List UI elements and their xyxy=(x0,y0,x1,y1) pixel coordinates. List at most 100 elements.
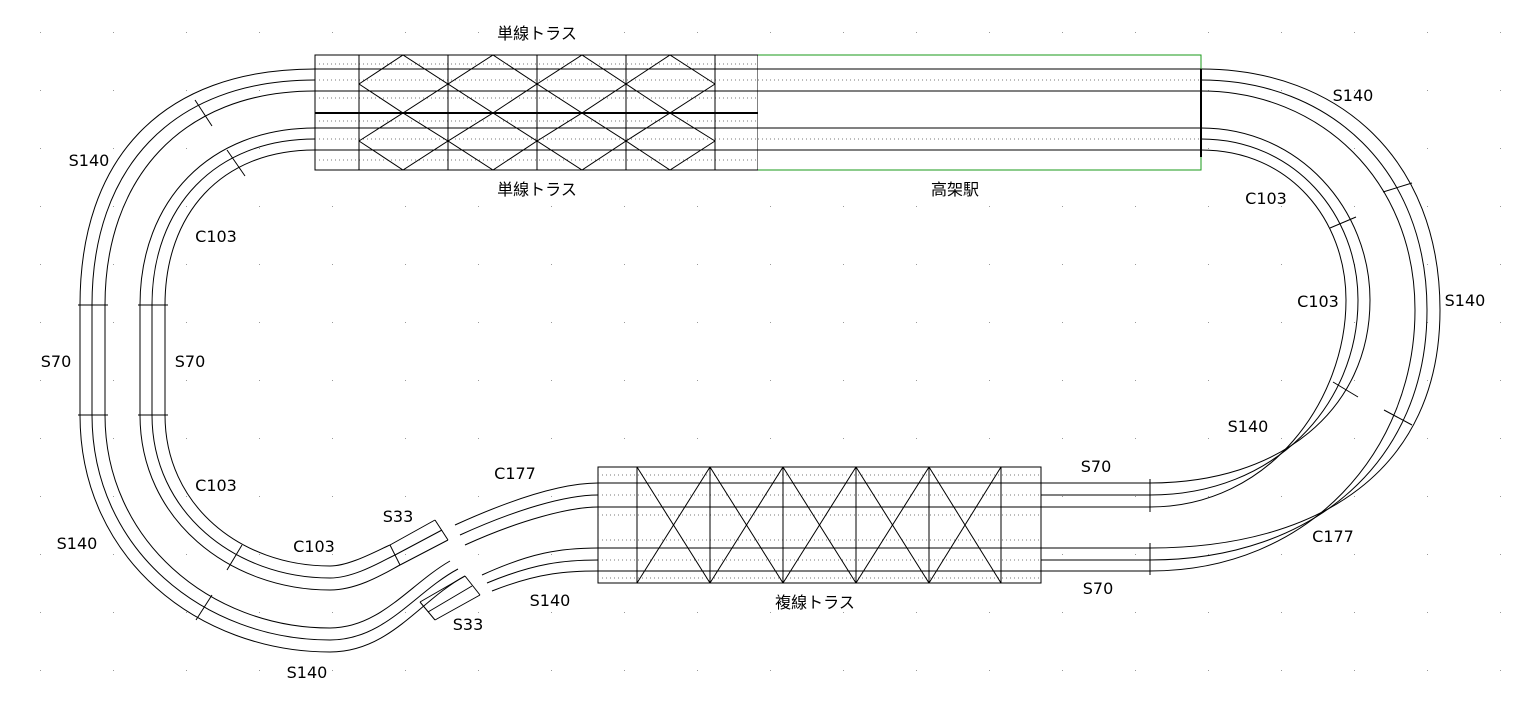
grid-dot xyxy=(1427,32,1428,33)
grid-dot xyxy=(40,322,41,323)
grid-dot xyxy=(405,264,406,265)
grid-dot xyxy=(113,264,114,265)
piece-labels: 単線トラス 単線トラス 高架駅 複線トラス S140 C103 S140 C10… xyxy=(41,24,1486,682)
grid-dot xyxy=(186,32,187,33)
grid-dot xyxy=(332,206,333,207)
s70-right-straights xyxy=(1041,482,1150,572)
grid-dot xyxy=(770,264,771,265)
grid-dot xyxy=(186,322,187,323)
grid-dot xyxy=(989,264,990,265)
grid-dot xyxy=(916,438,917,439)
grid-dot xyxy=(1062,438,1063,439)
grid-dot xyxy=(916,670,917,671)
grid-dot xyxy=(1500,90,1501,91)
grid-dot xyxy=(1062,322,1063,323)
grid-dot xyxy=(332,438,333,439)
grid-dot xyxy=(113,496,114,497)
grid-dot xyxy=(1135,496,1136,497)
grid-dot xyxy=(624,438,625,439)
grid-dot xyxy=(186,438,187,439)
grid-dot xyxy=(916,32,917,33)
label-s33-lower: S33 xyxy=(453,615,484,634)
grid-dot xyxy=(332,32,333,33)
elevated-station xyxy=(758,54,1202,171)
grid-dot xyxy=(1500,264,1501,265)
s33-upper-piece xyxy=(389,519,449,566)
double-line-truss xyxy=(597,466,1042,584)
grid-dot xyxy=(1354,612,1355,613)
grid-dot xyxy=(1135,438,1136,439)
grid-dot xyxy=(624,264,625,265)
grid-dot xyxy=(40,90,41,91)
grid-dot xyxy=(113,612,114,613)
grid-dot xyxy=(1354,206,1355,207)
grid-dot xyxy=(1500,32,1501,33)
label-top-truss-upper: 単線トラス xyxy=(497,24,577,43)
grid-dot xyxy=(478,670,479,671)
grid-dot xyxy=(40,148,41,149)
grid-dot xyxy=(1062,554,1063,555)
grid-dot xyxy=(1500,554,1501,555)
grid-dot xyxy=(1281,496,1282,497)
grid-dot xyxy=(1062,496,1063,497)
grid-dot xyxy=(1208,380,1209,381)
grid-dot xyxy=(40,670,41,671)
grid-dot xyxy=(113,148,114,149)
grid-dot xyxy=(332,612,333,613)
grid-dot xyxy=(405,670,406,671)
grid-dot xyxy=(1281,380,1282,381)
single-line-truss-upper xyxy=(314,54,759,114)
grid-dot xyxy=(40,496,41,497)
grid-dot xyxy=(551,32,552,33)
grid-dot xyxy=(624,380,625,381)
grid-dot xyxy=(551,554,552,555)
grid-dot xyxy=(1281,264,1282,265)
grid-dot xyxy=(186,554,187,555)
grid-dot xyxy=(259,496,260,497)
grid-dot xyxy=(624,612,625,613)
grid-dot xyxy=(551,264,552,265)
grid-dot xyxy=(551,206,552,207)
grid-dot xyxy=(624,206,625,207)
grid-dot xyxy=(478,438,479,439)
grid-dot xyxy=(1427,90,1428,91)
grid-dot xyxy=(1135,380,1136,381)
grid-dot xyxy=(405,322,406,323)
label-s140-top-right: S140 xyxy=(1333,86,1374,105)
grid-dot xyxy=(1208,148,1209,149)
grid-dot xyxy=(186,90,187,91)
grid-dot xyxy=(1500,612,1501,613)
grid-dot xyxy=(1500,670,1501,671)
grid-dot xyxy=(259,264,260,265)
grid-dot xyxy=(916,612,917,613)
grid-dot xyxy=(1281,32,1282,33)
grid-dot xyxy=(551,496,552,497)
grid-dot xyxy=(551,380,552,381)
grid-dot xyxy=(989,438,990,439)
grid-dot xyxy=(405,496,406,497)
grid-dot xyxy=(1354,670,1355,671)
grid-dot xyxy=(1281,670,1282,671)
grid-dot xyxy=(1500,496,1501,497)
grid-dot xyxy=(551,612,552,613)
grid-dot xyxy=(259,554,260,555)
grid-dot xyxy=(186,148,187,149)
grid-dot xyxy=(1062,32,1063,33)
grid-dot xyxy=(1354,322,1355,323)
grid-dot xyxy=(697,322,698,323)
grid-dot xyxy=(405,438,406,439)
grid-dot xyxy=(1281,438,1282,439)
label-s33-upper: S33 xyxy=(383,507,414,526)
grid-dot xyxy=(697,670,698,671)
grid-dot xyxy=(40,612,41,613)
label-c103-bottom-left: C103 xyxy=(293,537,335,556)
grid-dot xyxy=(1500,380,1501,381)
grid-dot xyxy=(1208,554,1209,555)
label-s140-bottom: S140 xyxy=(287,663,328,682)
grid-dot xyxy=(1135,670,1136,671)
label-s140-left-lower: S140 xyxy=(57,534,98,553)
label-c103-left-upper: C103 xyxy=(195,227,237,246)
grid-dot xyxy=(113,32,114,33)
label-c177-right: C177 xyxy=(1312,527,1354,546)
grid-dot xyxy=(40,554,41,555)
